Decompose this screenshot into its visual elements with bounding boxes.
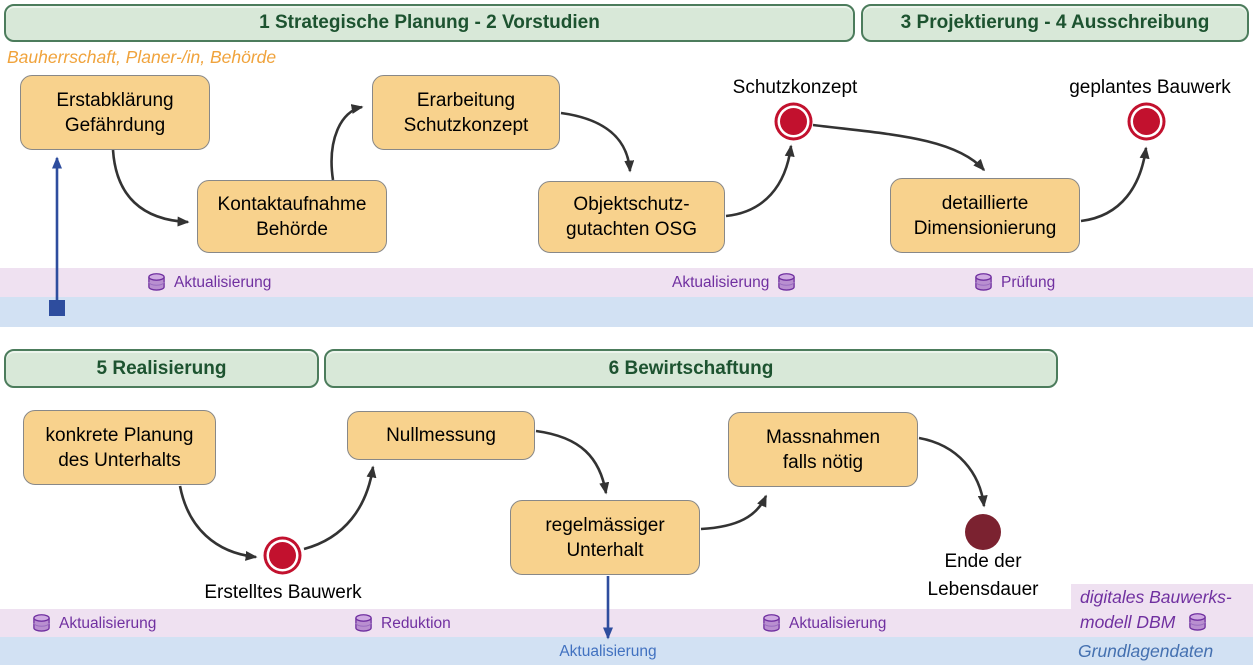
milestone-geplantes-bauwerk	[1133, 108, 1160, 135]
process-box-unterhalt: regelmässiger Unterhalt	[510, 500, 700, 575]
dbm-action-label: Aktualisierung	[672, 273, 770, 291]
milestone-label-geplantes-bauwerk: geplantes Bauwerk	[1069, 77, 1231, 98]
arrow-erstelltes-bauwerk-to-nullmessung	[303, 465, 377, 551]
arrow-nullmessung-to-unterhalt	[535, 429, 610, 495]
milestone-schutzkonzept	[780, 108, 807, 135]
milestone-ende-lebensdauer	[965, 514, 1001, 550]
dbm-band-top	[0, 268, 1253, 297]
arrow-erstabklaerung-to-kontaktaufnahme	[111, 149, 190, 227]
dbm-band-bottom	[0, 609, 1253, 637]
database-icon	[1187, 613, 1208, 632]
phase-bar-projektierung-ausschreibung: 3 Projektierung - 4 Ausschreibung	[861, 4, 1249, 42]
dbm-legend-background	[1071, 584, 1253, 610]
dbm-legend-line2: modell DBM	[1080, 612, 1208, 633]
dbm-legend-line1: digitales Bauwerks-	[1080, 587, 1232, 607]
database-icon	[776, 273, 797, 292]
dbm-action-label: Aktualisierung	[174, 273, 272, 291]
dbm-action-reduktion: Reduktion	[353, 614, 451, 633]
grundlagen-band-bottom	[0, 637, 1253, 665]
arrow-unterhalt-to-massnahmen	[700, 494, 768, 531]
grundlagen-legend: Grundlagendaten	[1078, 641, 1214, 661]
arrow-dimensionierung-to-geplantes-bauwerk	[1080, 146, 1150, 223]
phase-bar-bewirtschaftung: 6 Bewirtschaftung	[324, 349, 1058, 388]
phase-bar-realisierung: 5 Realisierung	[4, 349, 319, 388]
dbm-action-aktualisierung-2: Aktualisierung	[672, 273, 797, 292]
dbm-action-label: Aktualisierung	[789, 614, 887, 632]
dbm-action-label: Aktualisierung	[59, 614, 157, 632]
milestone-label-ende-lebensdauer: Ende der Lebensdauer	[927, 551, 1039, 600]
arrow-kontaktaufnahme-to-erarbeitung	[330, 104, 364, 181]
dbm-action-pruefung: Prüfung	[973, 273, 1055, 292]
arrow-massnahmen-to-ende	[918, 436, 988, 508]
phase-bar-label: 6 Bewirtschaftung	[608, 357, 774, 379]
dbm-action-label: Prüfung	[1001, 273, 1056, 291]
phase-bar-label: 5 Realisierung	[96, 357, 227, 379]
arrow-konkrete-planung-to-erstelltes-bauwerk	[178, 485, 258, 561]
phase-bar-label: 3 Projektierung - 4 Ausschreibung	[900, 12, 1210, 33]
grundlagen-band-top	[0, 297, 1253, 327]
database-icon	[761, 614, 782, 633]
dbm-action-aktualisierung-1: Aktualisierung	[146, 273, 271, 292]
database-icon	[973, 273, 994, 292]
dbm-action-aktualisierung-4: Aktualisierung	[761, 614, 886, 633]
dbm-action-aktualisierung-3: Aktualisierung	[31, 614, 156, 633]
process-box-objektschutz-osg: Objektschutz- gutachten OSG	[538, 181, 725, 253]
grundlagen-action-aktualisierung: Aktualisierung	[559, 643, 657, 660]
database-icon	[31, 614, 52, 633]
process-box-massnahmen: Massnahmen falls nötig	[728, 412, 918, 487]
arrow-schutzkonzept-to-dimensionierung	[812, 123, 985, 172]
database-icon	[353, 614, 374, 633]
phase-bar-strategische-planung-vorstudien: 1 Strategische Planung - 2 Vorstudien	[4, 4, 855, 42]
milestone-label-erstelltes-bauwerk: Erstelltes Bauwerk	[204, 582, 362, 603]
process-box-nullmessung: Nullmessung	[347, 411, 535, 460]
dbm-action-label: Reduktion	[381, 614, 451, 632]
database-icon	[146, 273, 167, 292]
process-box-erarbeitung: Erarbeitung Schutzkonzept	[372, 75, 560, 150]
milestone-label-schutzkonzept: Schutzkonzept	[732, 77, 858, 98]
milestone-erstelltes-bauwerk	[269, 542, 296, 569]
arrow-objektschutz-to-schutzkonzept	[725, 144, 795, 218]
dbm-legend-label: modell DBM	[1080, 612, 1176, 632]
process-box-konkrete-planung: konkrete Planung des Unterhalts	[23, 410, 216, 485]
phase-bar-label: 1 Strategische Planung - 2 Vorstudien	[259, 12, 600, 33]
actors-note: Bauherrschaft, Planer-/in, Behörde	[7, 47, 277, 67]
arrow-erarbeitung-to-objektschutz	[560, 111, 635, 173]
process-box-erstabklaerung: Erstabklärung Gefährdung	[20, 75, 210, 150]
process-box-dimensionierung: detaillierte Dimensionierung	[890, 178, 1080, 253]
process-box-kontaktaufnahme: Kontaktaufnahme Behörde	[197, 180, 387, 253]
